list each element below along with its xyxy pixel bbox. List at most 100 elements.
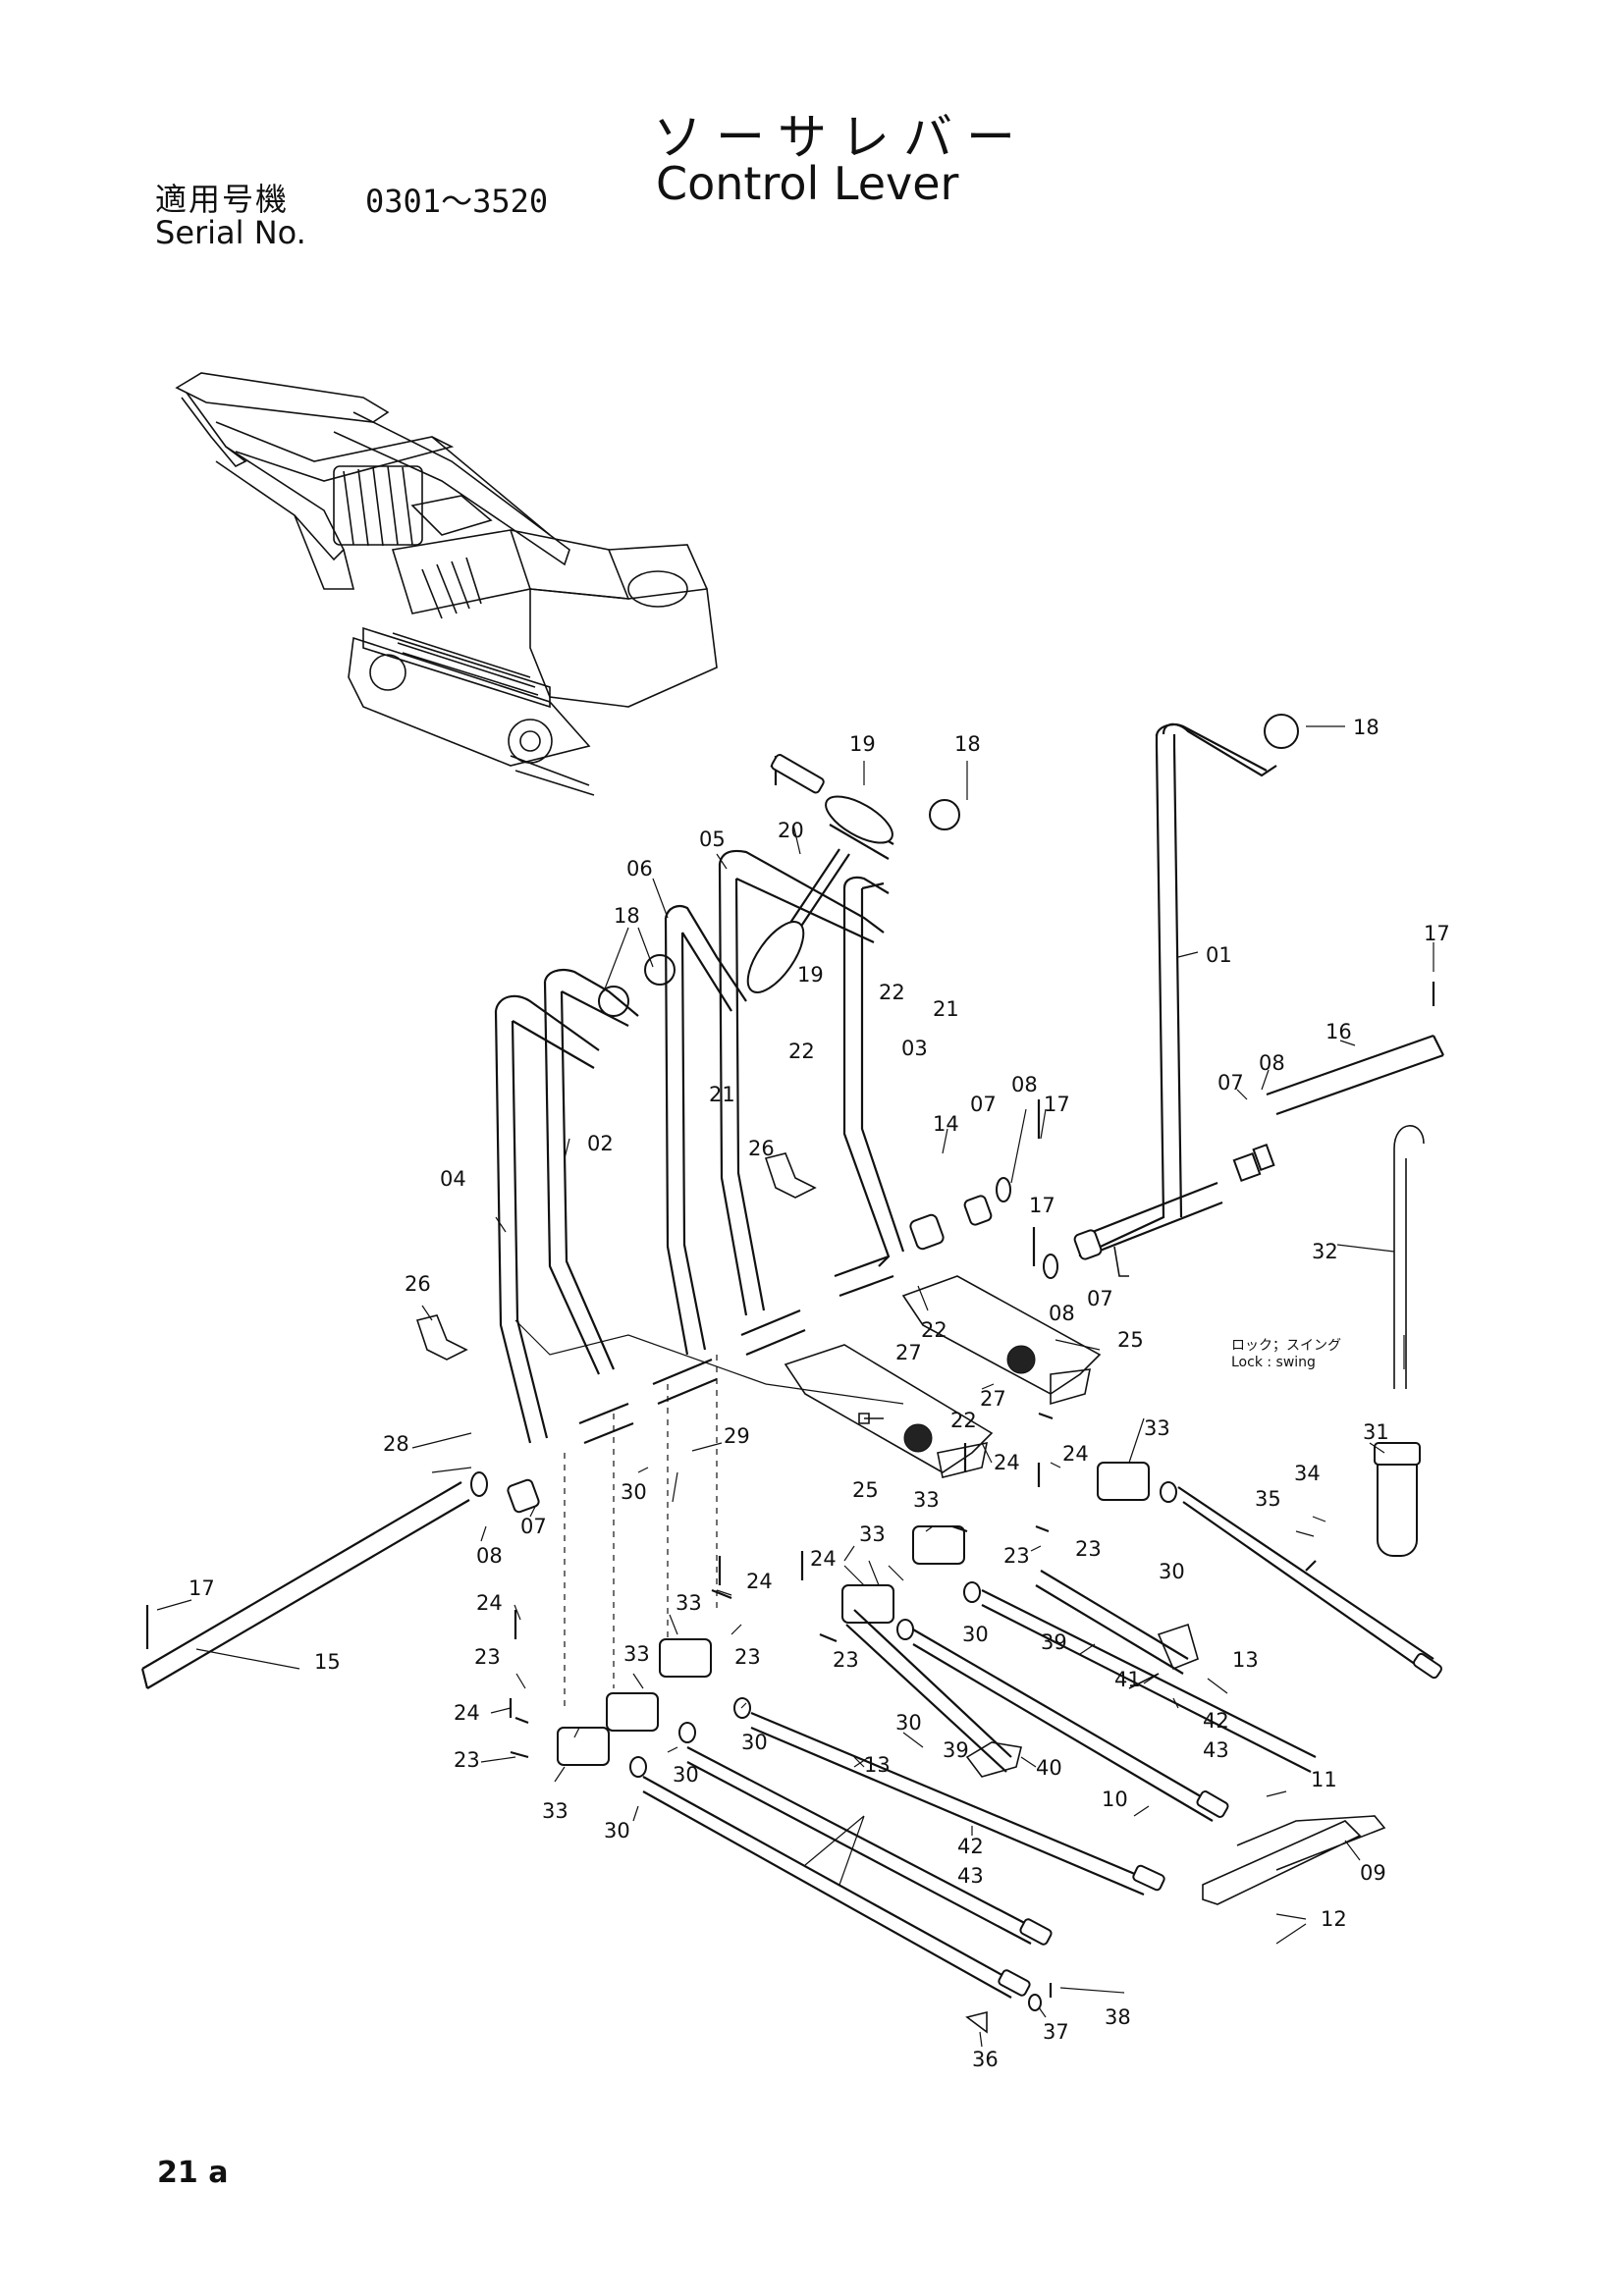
- label-18: 18: [614, 904, 640, 928]
- label-19: 19: [797, 963, 824, 987]
- label-03: 03: [901, 1037, 928, 1060]
- lever-05: [718, 863, 766, 1316]
- label-34: 34: [1294, 1462, 1321, 1485]
- label-05: 05: [699, 828, 726, 851]
- lock-swing-note-jp: ロック；スイング: [1231, 1338, 1341, 1354]
- label-04: 04: [440, 1167, 466, 1191]
- rod-13-e: [642, 1776, 1017, 1999]
- label-36: 36: [972, 2048, 999, 2071]
- label-33: 33: [859, 1522, 886, 1546]
- label-08: 08: [476, 1544, 503, 1568]
- label-07: 07: [520, 1515, 547, 1538]
- label-30: 30: [895, 1711, 922, 1735]
- rod-13-b: [981, 1589, 1317, 1773]
- label-25: 25: [1117, 1328, 1144, 1352]
- label-38: 38: [1105, 2005, 1131, 2029]
- label-07: 07: [1217, 1071, 1244, 1095]
- label-41: 41: [1114, 1668, 1141, 1691]
- label-23: 23: [734, 1645, 761, 1669]
- label-42: 42: [957, 1835, 984, 1858]
- label-39: 39: [943, 1738, 969, 1762]
- bracket-26-a: [764, 1152, 817, 1199]
- label-27: 27: [895, 1341, 922, 1364]
- serial-label: Serial No.: [155, 214, 306, 251]
- label-07: 07: [1087, 1287, 1113, 1310]
- knob-18-d: [598, 986, 629, 1017]
- label-09: 09: [1360, 1861, 1386, 1885]
- label-21: 21: [933, 997, 959, 1021]
- label-33: 33: [676, 1591, 702, 1615]
- rod-10: [912, 1629, 1218, 1822]
- label-15: 15: [314, 1650, 341, 1674]
- label-12: 12: [1321, 1907, 1347, 1931]
- label-13: 13: [864, 1753, 891, 1777]
- label-37: 37: [1043, 2020, 1069, 2044]
- label-24: 24: [1062, 1442, 1089, 1466]
- pedal-25-left: [784, 1344, 994, 1478]
- page-title-japanese: ソーサレバー: [653, 109, 1029, 166]
- label-35: 35: [1255, 1487, 1281, 1511]
- label-16: 16: [1325, 1020, 1352, 1043]
- lever-02: [543, 981, 616, 1375]
- label-42: 42: [1203, 1709, 1229, 1733]
- rod-13-c: [750, 1711, 1150, 1896]
- label-28: 28: [383, 1432, 409, 1456]
- label-22: 22: [921, 1318, 947, 1342]
- label-30: 30: [621, 1480, 647, 1504]
- label-23: 23: [454, 1748, 480, 1772]
- label-21: 21: [709, 1083, 735, 1106]
- label-43: 43: [1203, 1738, 1229, 1762]
- leader-lines: [156, 725, 1434, 2048]
- label-31: 31: [1363, 1420, 1389, 1444]
- label-26: 26: [405, 1272, 431, 1296]
- bracket-26-b: [415, 1314, 468, 1361]
- serial-label-japanese: 適用号機: [155, 181, 290, 218]
- label-20: 20: [778, 819, 804, 842]
- label-39: 39: [1041, 1630, 1067, 1654]
- label-10: 10: [1102, 1788, 1128, 1811]
- label-29: 29: [724, 1424, 750, 1448]
- label-30: 30: [673, 1763, 699, 1787]
- label-22: 22: [950, 1409, 977, 1432]
- label-27: 27: [980, 1387, 1006, 1411]
- label-30: 30: [741, 1731, 768, 1754]
- label-13: 13: [1232, 1648, 1259, 1672]
- label-14: 14: [933, 1112, 959, 1136]
- label-25: 25: [852, 1478, 879, 1502]
- excavator-illustration: [175, 372, 718, 796]
- grip-19-lower: [746, 921, 805, 993]
- lever-04: [494, 1010, 549, 1444]
- label-08: 08: [1011, 1073, 1038, 1096]
- lever-03: [842, 888, 905, 1267]
- label-01: 01: [1206, 943, 1232, 967]
- label-22: 22: [879, 981, 905, 1004]
- label-30: 30: [1159, 1560, 1185, 1583]
- clevis-33-group: [557, 1462, 1150, 1766]
- label-23: 23: [1003, 1544, 1030, 1568]
- label-23: 23: [474, 1645, 501, 1669]
- label-17: 17: [1424, 922, 1450, 945]
- rod-13-d: [686, 1746, 1037, 1945]
- label-06: 06: [626, 857, 653, 881]
- label-30: 30: [962, 1623, 989, 1646]
- label-24: 24: [994, 1451, 1020, 1474]
- knob-18-b: [929, 799, 960, 830]
- pedal-25-right: [901, 1275, 1102, 1406]
- label-24: 24: [454, 1701, 480, 1725]
- label-24: 24: [810, 1547, 837, 1571]
- label-11: 11: [1311, 1768, 1337, 1791]
- label-18: 18: [954, 732, 981, 756]
- hook-32: [1393, 1125, 1425, 1389]
- lock-swing-note-en: Lock : swing: [1231, 1355, 1316, 1370]
- page-number: 21 a: [157, 2156, 229, 2190]
- label-24: 24: [746, 1570, 773, 1593]
- serial-range: 0301～3520: [365, 183, 549, 220]
- label-17: 17: [1029, 1194, 1055, 1217]
- lever-06: [664, 917, 707, 1356]
- label-26: 26: [748, 1137, 775, 1160]
- label-23: 23: [1075, 1537, 1102, 1561]
- label-33: 33: [623, 1642, 650, 1666]
- rod-13-a: [1177, 1486, 1434, 1675]
- bar-15: [140, 1481, 470, 1689]
